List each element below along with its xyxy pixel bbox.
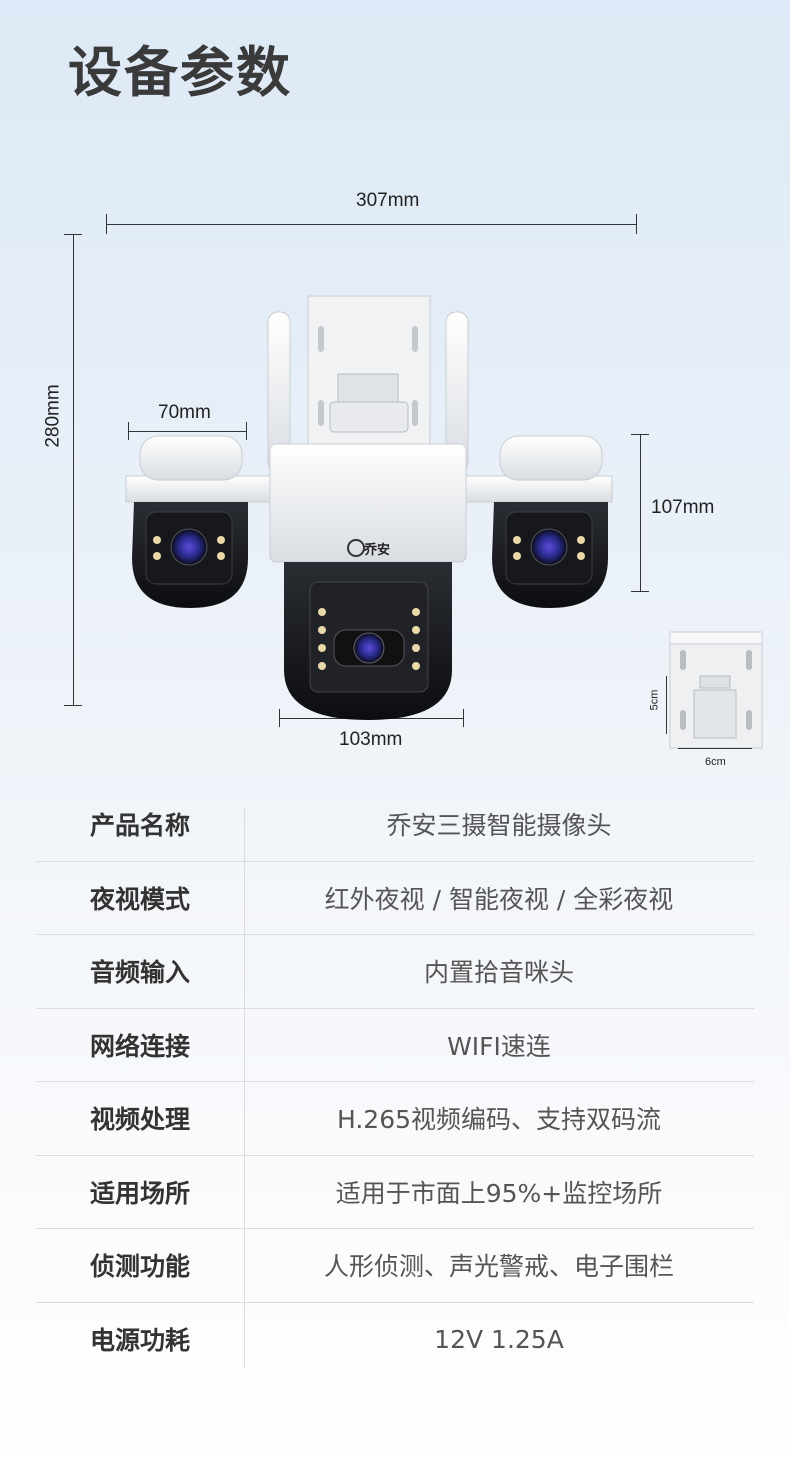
spec-value: 适用于市面上95%+监控场所 (335, 1178, 663, 1208)
dim-main-cam-width: 103mm (339, 729, 403, 750)
camera-product-image (125, 295, 613, 720)
spec-label: 音频输入 (89, 958, 190, 988)
dim-tick (64, 234, 82, 235)
spec-row: 夜视模式 红外夜视 / 智能夜视 / 全彩夜视 (36, 862, 754, 935)
spec-value: 内置拾音咪头 (423, 958, 574, 988)
dim-line-bracket-width (678, 748, 752, 749)
spec-label: 电源功耗 (89, 1326, 190, 1356)
spec-value: H.265视频编码、支持双码流 (336, 1105, 662, 1135)
spec-label: 适用场所 (89, 1178, 190, 1208)
spec-label: 视频处理 (89, 1105, 190, 1135)
dim-line-side-width (128, 431, 246, 432)
dim-tick (631, 591, 649, 592)
spec-row: 产品名称 乔安三摄智能摄像头 (36, 788, 754, 862)
dim-total-height: 280mm (42, 384, 64, 448)
dim-side-cam-height: 107mm (651, 497, 715, 518)
dim-line-total-height (73, 234, 74, 706)
dim-bracket-height: 5cm (648, 689, 661, 711)
dim-tick (246, 422, 247, 440)
spec-row: 侦测功能 人形侦测、声光警戒、电子围栏 (36, 1229, 754, 1303)
spec-label: 侦测功能 (89, 1252, 190, 1282)
spec-label: 夜视模式 (89, 884, 190, 914)
dim-tick (128, 422, 129, 440)
table-divider (244, 808, 245, 1368)
spec-value: 12V 1.25A (434, 1324, 564, 1354)
dim-tick (631, 434, 649, 435)
brand-logo-text: 乔安 (364, 543, 391, 558)
spec-value: WIFI速连 (447, 1031, 551, 1061)
dim-tick (106, 214, 107, 234)
spec-row: 视频处理 H.265视频编码、支持双码流 (36, 1082, 754, 1156)
dim-total-width: 307mm (356, 190, 420, 211)
dim-side-cam-width: 70mm (158, 402, 211, 423)
spec-row: 电源功耗 12V 1.25A (36, 1303, 754, 1377)
dim-tick (463, 709, 464, 727)
spec-value: 乔安三摄智能摄像头 (386, 811, 612, 841)
spec-label: 网络连接 (89, 1031, 190, 1061)
spec-value: 人形侦测、声光警戒、电子围栏 (323, 1252, 674, 1282)
spec-row: 音频输入 内置拾音咪头 (36, 935, 754, 1009)
spec-table: 产品名称 乔安三摄智能摄像头夜视模式 红外夜视 / 智能夜视 / 全彩夜视音频输入 内… (36, 788, 754, 1376)
dim-tick (636, 214, 637, 234)
dim-line-total-width (106, 224, 637, 225)
spec-row: 适用场所 适用于市面上95%+监控场所 (36, 1156, 754, 1229)
spec-value: 红外夜视 / 智能夜视 / 全彩夜视 (324, 884, 674, 914)
wall-bracket-image (669, 631, 763, 749)
page-title: 设备参数 (68, 41, 292, 104)
dim-tick (279, 709, 280, 727)
spec-label: 产品名称 (89, 811, 190, 841)
spec-row: 网络连接 WIFI速连 (36, 1009, 754, 1082)
dim-bracket-width: 6cm (705, 756, 726, 768)
dim-line-side-height (640, 434, 641, 592)
dim-tick (64, 705, 82, 706)
dim-line-bracket-height (666, 676, 667, 734)
